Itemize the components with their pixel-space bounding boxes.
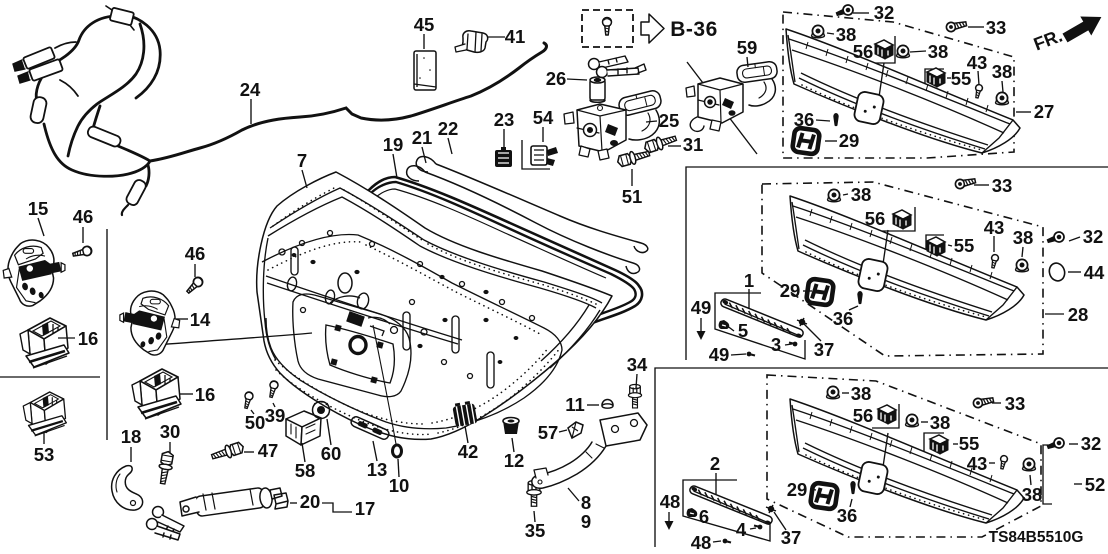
svg-text:43: 43 [967, 453, 988, 474]
svg-text:43: 43 [984, 217, 1005, 238]
svg-text:16: 16 [78, 328, 99, 349]
svg-text:32: 32 [874, 2, 895, 23]
svg-text:47: 47 [258, 440, 279, 461]
svg-text:38: 38 [851, 184, 872, 205]
svg-text:57: 57 [538, 422, 559, 443]
svg-text:10: 10 [389, 475, 410, 496]
svg-text:44: 44 [1084, 262, 1105, 283]
svg-text:21: 21 [412, 127, 433, 148]
svg-text:38: 38 [851, 383, 872, 404]
svg-text:41: 41 [505, 26, 526, 47]
svg-text:45: 45 [414, 14, 435, 35]
svg-text:54: 54 [533, 107, 554, 128]
svg-text:16: 16 [195, 384, 216, 405]
svg-text:24: 24 [240, 79, 261, 100]
svg-text:52: 52 [1085, 474, 1106, 495]
svg-text:49: 49 [709, 344, 730, 365]
svg-text:36: 36 [837, 505, 858, 526]
svg-text:46: 46 [73, 206, 94, 227]
svg-text:33: 33 [992, 175, 1013, 196]
svg-text:32: 32 [1083, 226, 1104, 247]
svg-text:18: 18 [121, 426, 142, 447]
svg-text:48: 48 [660, 491, 681, 512]
svg-text:15: 15 [28, 198, 49, 219]
svg-text:14: 14 [190, 309, 211, 330]
svg-text:33: 33 [1005, 393, 1026, 414]
svg-text:33: 33 [986, 17, 1007, 38]
svg-text:9: 9 [581, 511, 591, 532]
svg-text:39: 39 [265, 405, 286, 426]
svg-text:2: 2 [710, 453, 720, 474]
svg-text:25: 25 [659, 110, 680, 131]
svg-text:55: 55 [954, 235, 975, 256]
svg-text:30: 30 [160, 421, 181, 442]
svg-text:49: 49 [691, 297, 712, 318]
svg-text:3: 3 [771, 334, 781, 355]
svg-text:23: 23 [494, 109, 515, 130]
svg-text:56: 56 [853, 41, 874, 62]
svg-text:55: 55 [951, 68, 972, 89]
svg-text:48: 48 [691, 532, 712, 553]
svg-text:53: 53 [34, 444, 55, 465]
svg-text:7: 7 [297, 150, 307, 171]
svg-text:11: 11 [565, 394, 585, 415]
svg-text:36: 36 [794, 109, 815, 130]
svg-text:55: 55 [959, 433, 980, 454]
svg-text:38: 38 [836, 24, 857, 45]
svg-text:37: 37 [781, 527, 802, 548]
svg-text:5: 5 [738, 320, 748, 341]
svg-text:51: 51 [622, 186, 643, 207]
svg-text:38: 38 [928, 41, 949, 62]
svg-text:32: 32 [1081, 433, 1102, 454]
svg-text:B-36: B-36 [670, 18, 718, 41]
svg-text:46: 46 [185, 243, 206, 264]
svg-text:37: 37 [814, 339, 835, 360]
svg-text:12: 12 [504, 450, 525, 471]
svg-text:29: 29 [780, 280, 801, 301]
svg-text:27: 27 [1034, 101, 1055, 122]
svg-text:31: 31 [683, 134, 704, 155]
svg-text:38: 38 [1022, 484, 1043, 505]
svg-text:56: 56 [865, 208, 886, 229]
svg-text:13: 13 [367, 459, 388, 480]
svg-text:38: 38 [930, 412, 951, 433]
svg-text:36: 36 [833, 308, 854, 329]
svg-text:59: 59 [737, 37, 758, 58]
svg-text:38: 38 [1013, 227, 1034, 248]
svg-text:29: 29 [787, 479, 808, 500]
svg-text:17: 17 [355, 498, 376, 519]
svg-text:19: 19 [383, 134, 404, 155]
svg-text:34: 34 [627, 354, 648, 375]
svg-text:60: 60 [321, 443, 342, 464]
svg-text:6: 6 [699, 506, 709, 527]
svg-text:56: 56 [853, 405, 874, 426]
svg-text:22: 22 [438, 118, 459, 139]
svg-text:29: 29 [839, 130, 860, 151]
svg-text:4: 4 [736, 519, 747, 540]
svg-text:50: 50 [245, 412, 266, 433]
svg-text:26: 26 [546, 68, 567, 89]
svg-text:43: 43 [967, 52, 988, 73]
svg-text:35: 35 [525, 520, 546, 541]
svg-text:1: 1 [744, 270, 754, 291]
svg-text:58: 58 [295, 460, 316, 481]
svg-text:38: 38 [992, 61, 1013, 82]
svg-text:8: 8 [581, 492, 591, 513]
svg-text:20: 20 [300, 491, 321, 512]
svg-text:TS84B5510G: TS84B5510G [989, 529, 1084, 546]
svg-text:42: 42 [458, 441, 479, 462]
svg-text:28: 28 [1068, 304, 1089, 325]
